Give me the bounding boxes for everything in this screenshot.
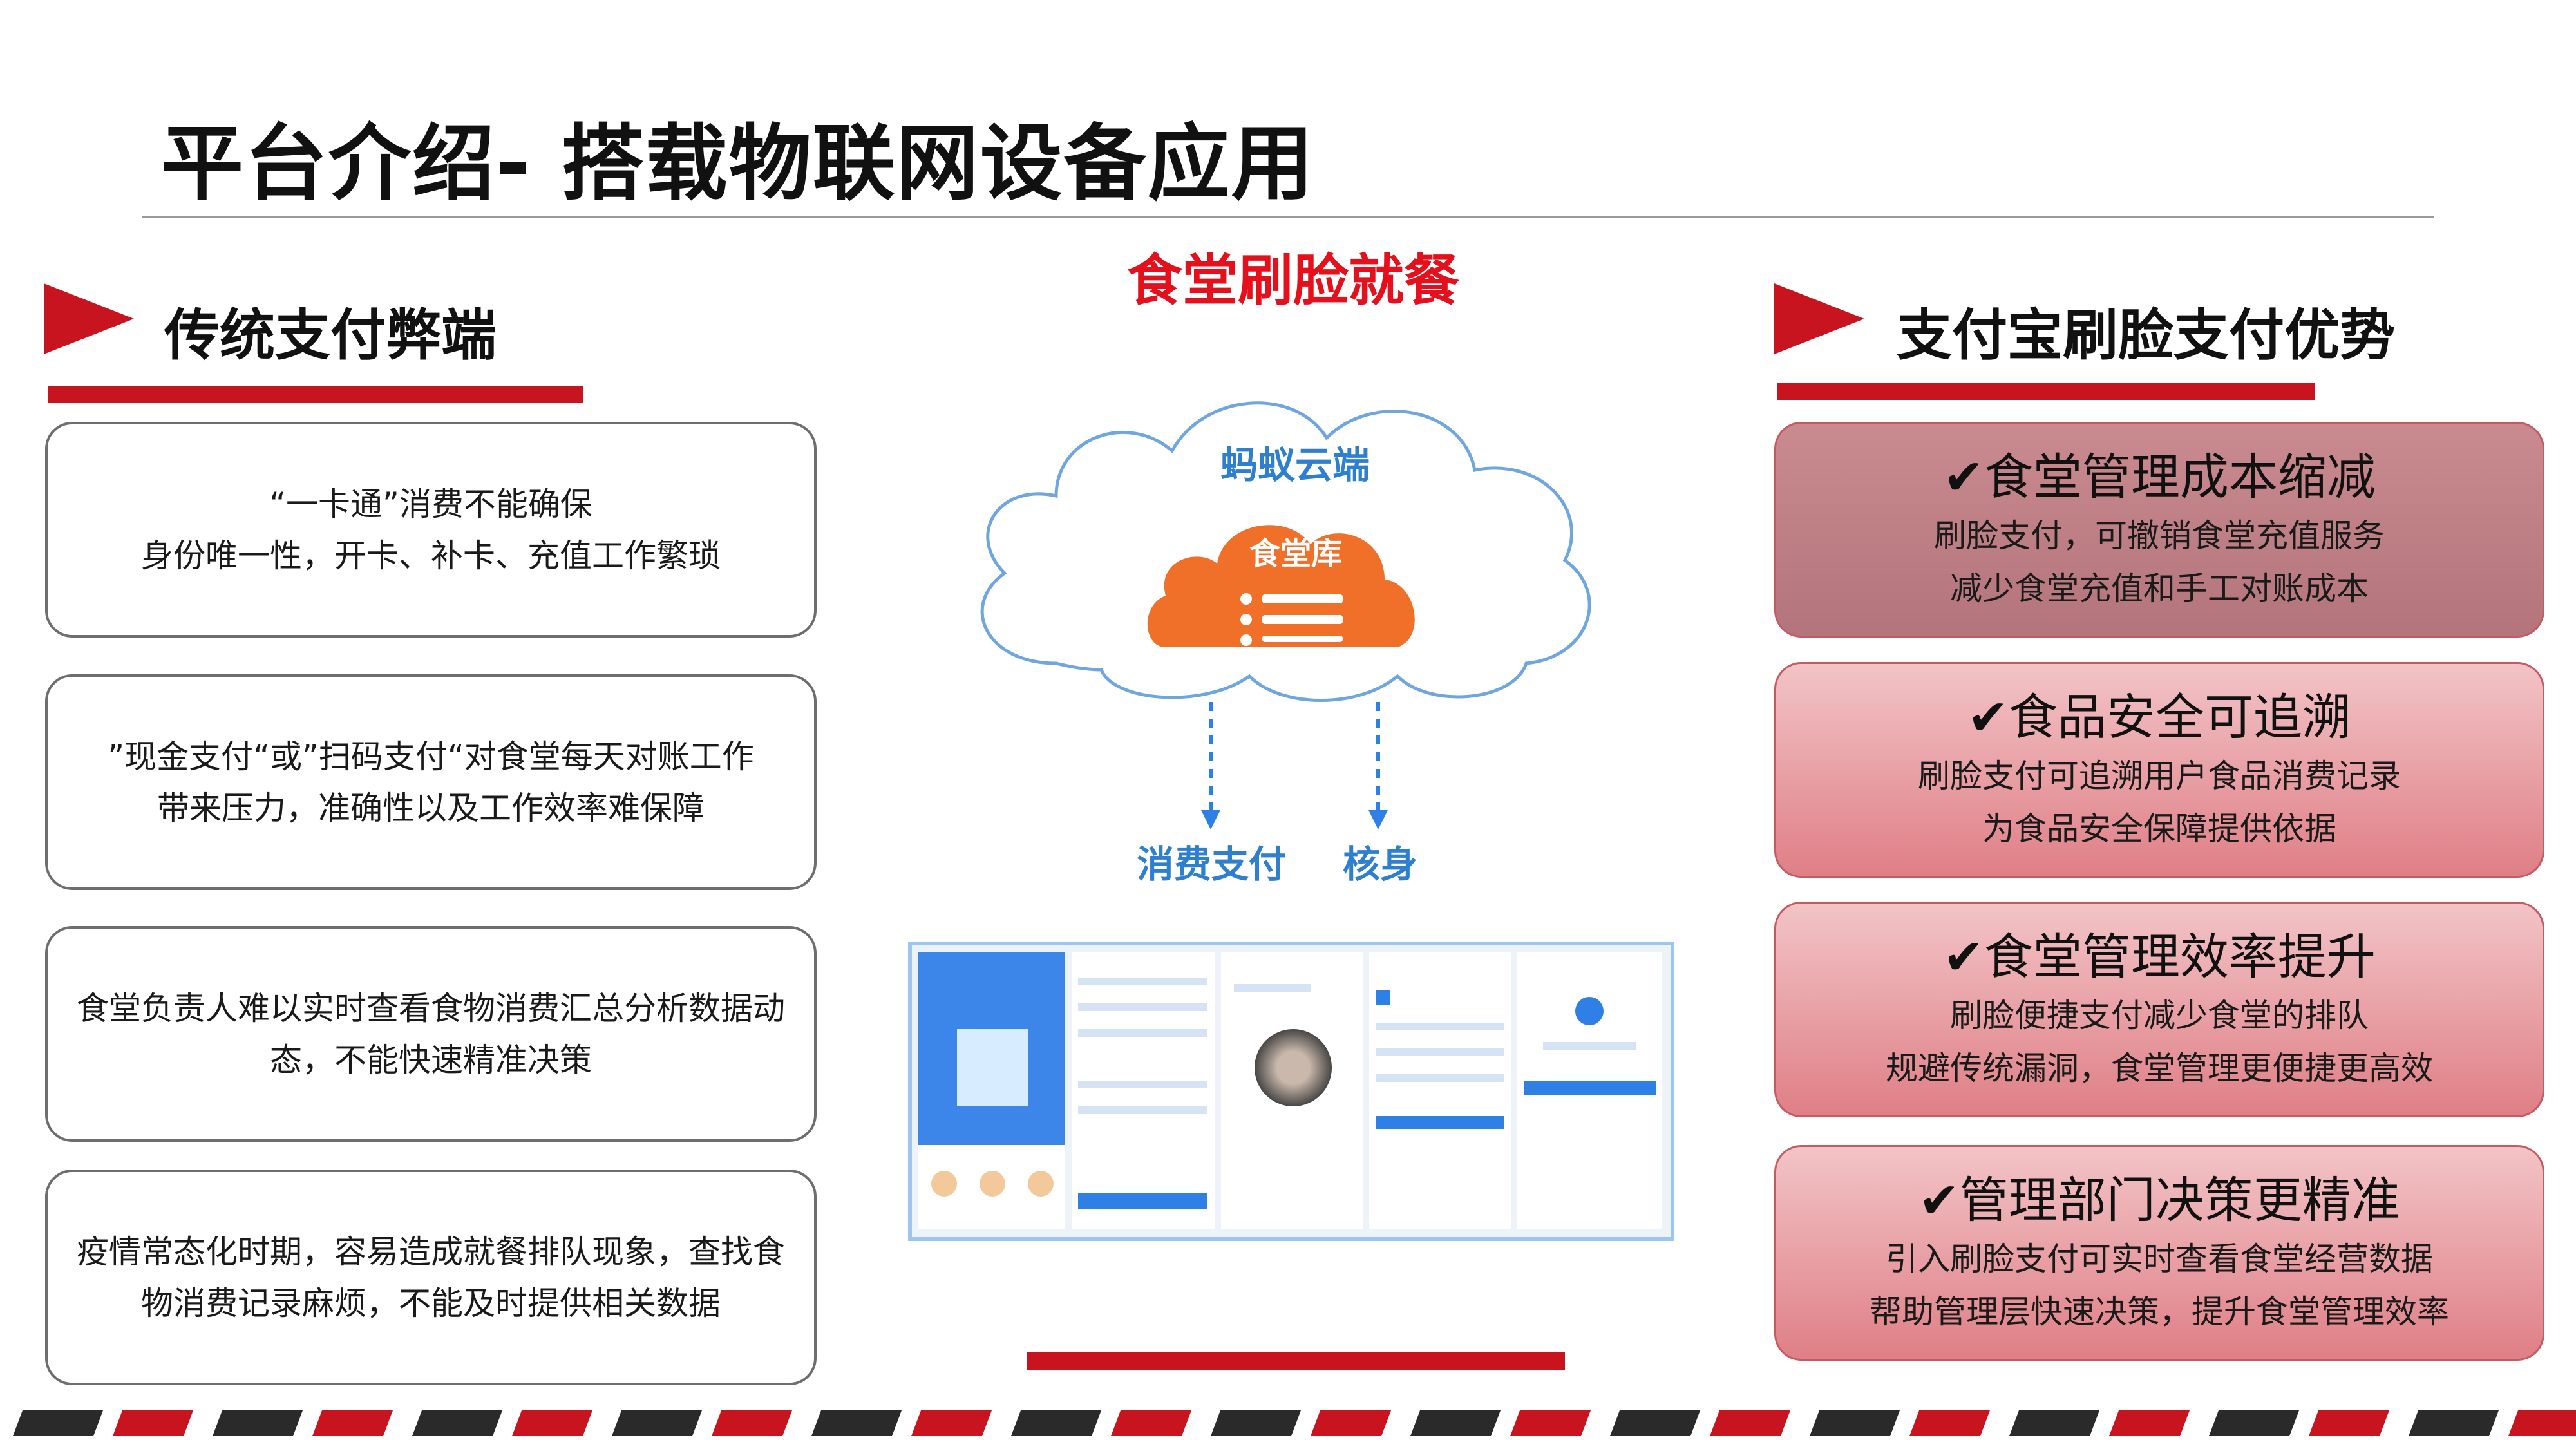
card-text-line: 带来压力，准确性以及工作效率难保障 xyxy=(157,789,705,827)
traditional-drawback-card-3: 食堂负责人难以实时查看食物消费汇总分析数据动 态，不能快速精准决策 xyxy=(45,926,817,1142)
card-title: ✔食堂管理成本缩减 xyxy=(1943,448,2376,506)
traditional-drawback-card-2: ”现金支付“或”扫码支付“对食堂每天对账工作 带来压力，准确性以及工作效率难保障 xyxy=(45,674,817,890)
card-title: ✔食品安全可追溯 xyxy=(1967,688,2351,746)
down-arrow-icon xyxy=(1201,702,1220,829)
card-text-line: ”现金支付“或”扫码支付“对食堂每天对账工作 xyxy=(108,737,754,775)
card-text-line: 规避传统漏洞，食堂管理更便捷更高效 xyxy=(1886,1049,2433,1087)
card-title: ✔食堂管理效率提升 xyxy=(1943,927,2376,985)
payment-label: 消费支付 xyxy=(1137,842,1287,886)
card-title: ✔管理部门决策更精准 xyxy=(1918,1171,2400,1229)
card-text-line: 物消费记录麻烦，不能及时提供相关数据 xyxy=(141,1284,721,1322)
red-arrow-icon xyxy=(1774,283,1864,354)
database-label: 食堂库 xyxy=(1249,536,1343,572)
app-screenshots-image xyxy=(908,942,1674,1241)
database-list-icon xyxy=(1147,525,1415,647)
card-text-line: 为食品安全保障提供依据 xyxy=(1982,810,2336,848)
card-text-line: 帮助管理层快速决策，提升食堂管理效率 xyxy=(1870,1293,2449,1331)
card-text-line: 疫情常态化时期，容易造成就餐排队现象，查找食 xyxy=(77,1233,785,1271)
card-text-line: 态，不能快速精准决策 xyxy=(270,1041,592,1079)
bottom-accent-bar xyxy=(1027,1352,1565,1370)
page-title: 平台介绍- 搭载物联网设备应用 xyxy=(161,116,1315,212)
verify-label: 核身 xyxy=(1343,842,1418,886)
traditional-drawback-card-4: 疫情常态化时期，容易造成就餐排队现象，查找食 物消费记录麻烦，不能及时提供相关数… xyxy=(45,1170,817,1385)
card-text-line: 引入刷脸支付可实时查看食堂经营数据 xyxy=(1886,1240,2433,1278)
left-section-heading: 传统支付弊端 xyxy=(164,303,497,368)
cloud-label: 蚂蚁云端 xyxy=(1220,443,1370,487)
card-text-line: 食堂负责人难以实时查看食物消费汇总分析数据动 xyxy=(77,989,785,1027)
left-heading-underline xyxy=(48,386,583,403)
decorative-stripe-band xyxy=(0,1410,2576,1436)
traditional-drawback-card-1: “一卡通”消费不能确保 身份唯一性，开卡、补卡、充值工作繁琐 xyxy=(45,422,817,638)
alipay-advantage-card-2: ✔食品安全可追溯 刷脸支付可追溯用户食品消费记录 为食品安全保障提供依据 xyxy=(1774,662,2544,878)
card-text-line: 刷脸便捷支付减少食堂的排队 xyxy=(1950,996,2369,1034)
center-title: 食堂刷脸就餐 xyxy=(1127,249,1459,313)
red-arrow-icon xyxy=(44,283,134,354)
down-arrow-icon xyxy=(1368,702,1388,829)
card-text-line: 身份唯一性，开卡、补卡、充值工作繁琐 xyxy=(141,536,721,574)
right-section-heading: 支付宝刷脸支付优势 xyxy=(1897,303,2395,368)
alipay-advantage-card-1: ✔食堂管理成本缩减 刷脸支付，可撤销食堂充值服务 减少食堂充值和手工对账成本 xyxy=(1774,422,2544,638)
alipay-advantage-card-4: ✔管理部门决策更精准 引入刷脸支付可实时查看食堂经营数据 帮助管理层快速决策，提… xyxy=(1774,1145,2544,1361)
card-text-line: 减少食堂充值和手工对账成本 xyxy=(1950,569,2369,607)
card-text-line: 刷脸支付可追溯用户食品消费记录 xyxy=(1918,757,2401,795)
card-text-line: 刷脸支付，可撤销食堂充值服务 xyxy=(1934,516,2385,554)
alipay-advantage-card-3: ✔食堂管理效率提升 刷脸便捷支付减少食堂的排队 规避传统漏洞，食堂管理更便捷更高… xyxy=(1774,902,2544,1117)
card-text-line: “一卡通”消费不能确保 xyxy=(269,485,592,523)
right-heading-underline xyxy=(1777,383,2315,400)
title-divider xyxy=(142,216,2434,218)
